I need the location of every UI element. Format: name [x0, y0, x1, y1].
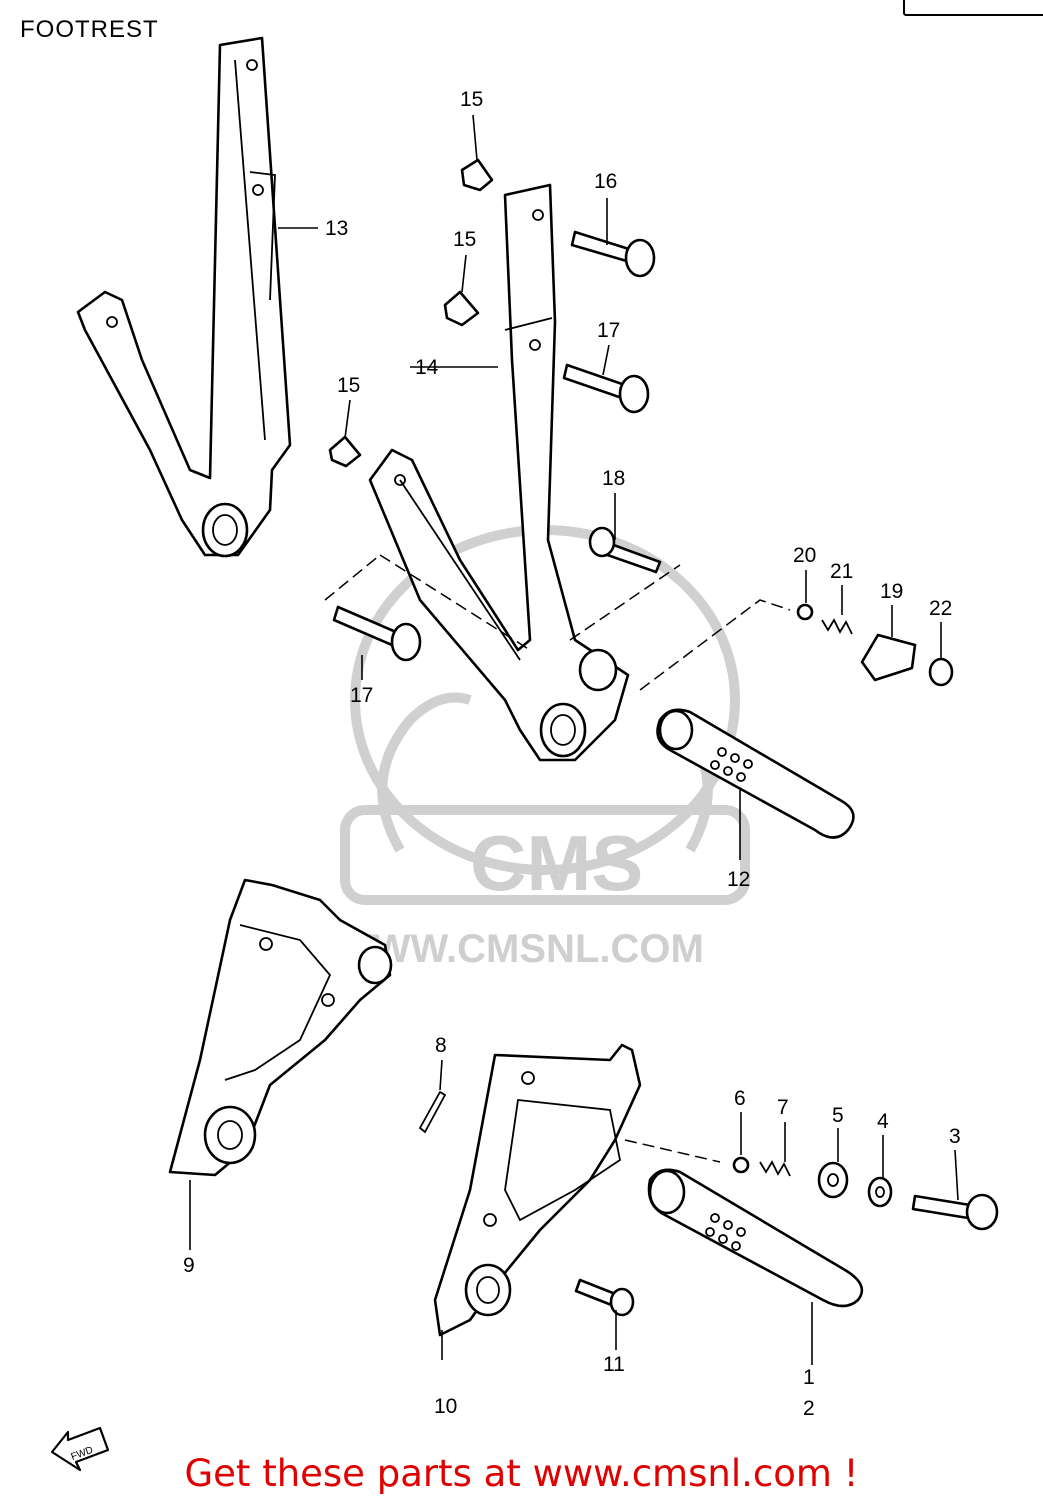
callout-15-middle: 15: [453, 228, 476, 251]
callout-3: 3: [949, 1125, 961, 1148]
alignment-line-front: [624, 1139, 721, 1163]
part-15-nut-middle: [443, 290, 480, 327]
callout-1: 1: [803, 1366, 815, 1389]
callout-4: 4: [877, 1110, 889, 1133]
callout-11: 11: [603, 1353, 625, 1376]
part-22-nut: [928, 657, 954, 687]
part-14-rear-bracket-right: [368, 183, 630, 762]
callout-15-lower: 15: [337, 374, 360, 397]
footer-link-text[interactable]: Get these parts at www.cmsnl.com !: [184, 1452, 859, 1495]
fwd-arrow-icon: FWD: [50, 1426, 110, 1472]
part-13-rear-bracket-left: [76, 36, 292, 558]
callout-5: 5: [832, 1104, 844, 1127]
part-17-bolt-upper: [562, 363, 650, 414]
callout-17-lower: 17: [350, 684, 373, 707]
callout-14: 14: [415, 356, 439, 379]
callout-22: 22: [929, 597, 952, 620]
alignment-line-upper: [324, 554, 681, 651]
callout-17-upper: 17: [597, 319, 620, 342]
part-3-bolt: [911, 1193, 999, 1231]
callout-19: 19: [880, 580, 903, 603]
part-20-ball: [796, 603, 814, 621]
callout-9: 9: [183, 1254, 195, 1277]
part-6-ball: [732, 1156, 750, 1174]
part-10-front-bracket-right: [433, 1043, 642, 1337]
callout-15-top: 15: [460, 88, 483, 111]
part-11-bolt: [574, 1278, 635, 1317]
callout-6: 6: [734, 1087, 746, 1110]
callout-16: 16: [594, 170, 617, 193]
part-9-front-bracket-left: [168, 878, 393, 1177]
page-title: FOOTREST: [20, 16, 159, 43]
leader-lines: [189, 114, 959, 1365]
callout-10: 10: [434, 1395, 457, 1418]
alignment-line-right: [639, 599, 791, 691]
callout-20: 20: [793, 544, 816, 567]
part-7-spring: [759, 1160, 791, 1177]
part-8-cotter-pin: [418, 1090, 447, 1134]
watermark-url: WWW.CMSNL.COM: [335, 927, 704, 971]
part-21-spring: [821, 618, 853, 635]
part-17-bolt-lower: [332, 605, 422, 662]
part-18-bolt: [588, 526, 662, 574]
part-4-washer: [867, 1176, 893, 1208]
part-16-bolt: [570, 230, 656, 278]
callout-7: 7: [777, 1096, 789, 1119]
callout-2: 2: [803, 1397, 815, 1420]
part-1-front-footrest: [647, 1168, 864, 1308]
callout-21: 21: [830, 560, 853, 583]
callout-8: 8: [435, 1034, 447, 1057]
part-15-nut-top: [460, 158, 494, 192]
part-19-plate: [860, 633, 917, 682]
part-12-rear-footrest: [656, 708, 855, 839]
callout-13: 13: [325, 217, 348, 240]
callout-12: 12: [727, 868, 750, 891]
callout-18: 18: [602, 467, 625, 490]
corner-frame: [903, 0, 1043, 16]
part-5-washer: [817, 1161, 849, 1199]
watermark-logo-text: CMS: [470, 819, 643, 907]
part-15-nut-lower: [328, 435, 362, 468]
